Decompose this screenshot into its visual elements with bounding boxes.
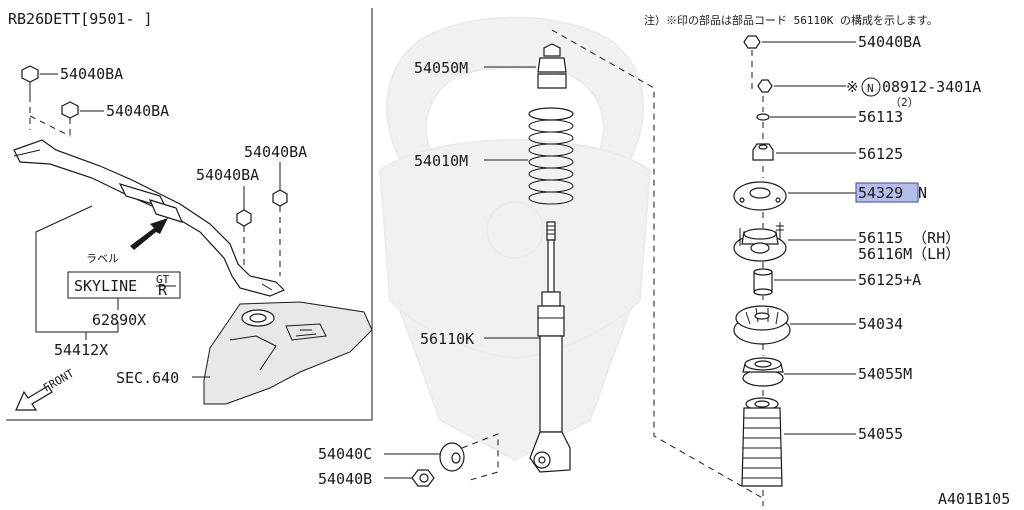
bump-stop-54050m[interactable] [537, 43, 567, 89]
part-label-54040ba-3[interactable]: 54040BA [244, 143, 307, 161]
part-label-54329-suffix: N [918, 184, 927, 202]
strut-mount-56115[interactable] [733, 222, 787, 262]
bolt-54040ba-left-2[interactable] [61, 101, 79, 119]
figure-id: A401B105 [938, 490, 1010, 508]
nut-08912-3401a[interactable] [757, 79, 773, 93]
badge-main-text: SKYLINE [74, 277, 137, 295]
strut-tower-panel [203, 301, 373, 405]
note-text: 注）※印の部品は部品コード 56110K の構成を示します。 [644, 13, 938, 27]
assembly-outline [551, 29, 767, 501]
dust-boot-54055[interactable] [741, 397, 783, 487]
part-label-54040ba-5[interactable]: 54040BA [858, 33, 921, 51]
inset-frame [6, 8, 373, 421]
shock-absorber-56110k[interactable] [529, 221, 571, 473]
mount-plate-54329[interactable] [733, 181, 787, 211]
badge-sub-text: R [158, 281, 168, 299]
bound-bumper-54055m[interactable] [742, 357, 784, 387]
part-label-54055[interactable]: 54055 [858, 425, 903, 443]
coil-spring-54010m[interactable] [528, 107, 574, 205]
part-label-56125[interactable]: 56125 [858, 145, 903, 163]
part-label-54010m[interactable]: 54010M [414, 152, 468, 170]
part-label-56110k[interactable]: 56110K [420, 330, 474, 348]
part-label-54040ba-1[interactable]: 54040BA [60, 65, 123, 83]
part-label-54412x[interactable]: 54412X [54, 341, 108, 359]
part-label-54040c[interactable]: 54040C [318, 445, 372, 463]
collar-56125a[interactable] [753, 268, 773, 296]
part-label-56116m[interactable]: 56116M（LH） [858, 245, 960, 263]
part-label-54034[interactable]: 54034 [858, 315, 903, 333]
spring-seat-54034[interactable] [733, 305, 791, 345]
section-ref-640[interactable]: SEC.640 [116, 369, 179, 387]
washer-56113[interactable] [756, 113, 770, 121]
part-label-54329[interactable]: 54329 [858, 184, 903, 202]
part-label-56125a[interactable]: 56125+A [858, 271, 921, 289]
part-label-56115[interactable]: 56115 （RH） [858, 229, 960, 247]
strut-tower-bar[interactable] [13, 139, 286, 297]
part-label-54055m[interactable]: 54055M [858, 365, 912, 383]
watermark-emblem [378, 16, 652, 462]
label-pointer-arrow [130, 218, 168, 250]
part-mark-08912: ※ [846, 78, 859, 96]
circle-n-mark [861, 77, 881, 97]
part-label-54040ba-4[interactable]: 54040BA [196, 166, 259, 184]
bolt-54040ba-right-2[interactable] [236, 209, 252, 227]
part-qty-08912: （2） [890, 96, 919, 109]
front-direction-arrow [15, 385, 53, 411]
highlight-54329 [855, 182, 919, 203]
part-label-54040ba-2[interactable]: 54040BA [106, 102, 169, 120]
part-label-62890x[interactable]: 62890X [92, 311, 146, 329]
part-label-56113[interactable]: 56113 [858, 108, 903, 126]
washer-54040c[interactable] [439, 442, 465, 472]
label-tag-text: ラベル [86, 252, 119, 265]
part-label-08912-3401a[interactable]: 08912-3401A [882, 78, 981, 96]
nut-56125[interactable] [752, 143, 774, 161]
nut-54040ba-top[interactable] [743, 35, 761, 49]
badge-sup-text: GT [156, 273, 170, 286]
engine-code: RB26DETT[9501- ] [8, 10, 153, 28]
nut-54040b[interactable] [411, 469, 435, 487]
part-label-54050m[interactable]: 54050M [414, 59, 468, 77]
circle-n-text: N [867, 82, 874, 95]
front-label: FRONT [41, 367, 77, 395]
skyline-badge [67, 271, 181, 299]
part-label-54040b[interactable]: 54040B [318, 470, 372, 488]
bolt-54040ba-left-1[interactable] [21, 65, 39, 96]
bolt-54040ba-right-1[interactable] [272, 189, 288, 207]
